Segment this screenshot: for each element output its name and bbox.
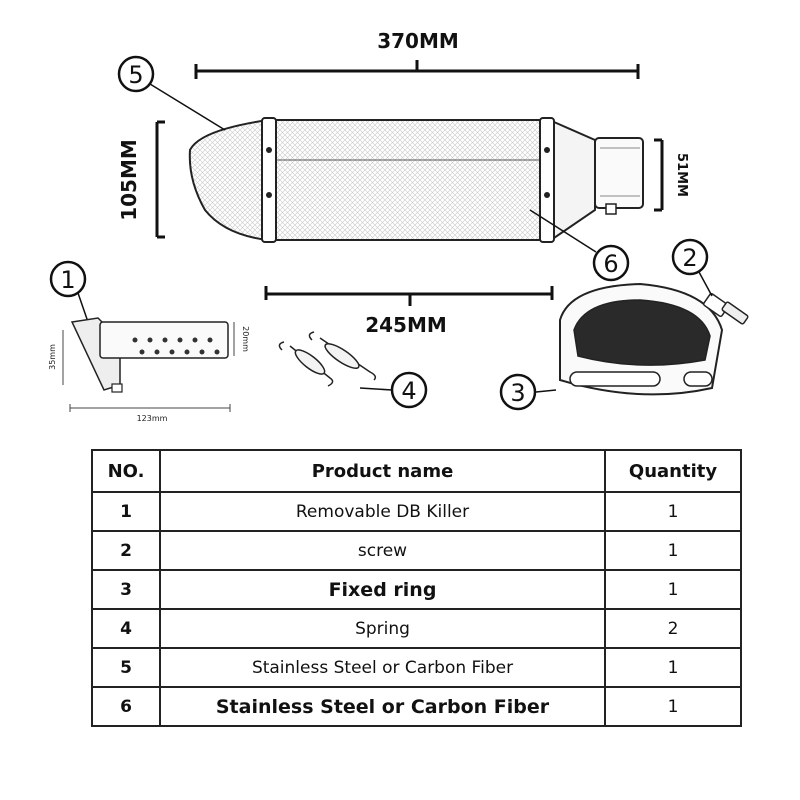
row-qty: 1 <box>604 686 742 727</box>
table-row: 1 Removable DB Killer 1 <box>91 491 742 532</box>
table-row: 3 Fixed ring 1 <box>91 569 742 610</box>
dimension-body-length: 245MM <box>264 286 554 337</box>
header-product-name: Product name <box>159 449 606 493</box>
header-no: NO. <box>91 449 161 493</box>
dimension-inlet: 51MM <box>654 138 689 212</box>
row-name: screw <box>159 530 606 571</box>
row-qty: 1 <box>604 491 742 532</box>
row-no: 3 <box>91 569 161 610</box>
row-qty: 1 <box>604 530 742 571</box>
row-name: Spring <box>159 608 606 649</box>
row-no: 1 <box>91 491 161 532</box>
screw-illustration: 2 <box>671 238 749 325</box>
row-no: 6 <box>91 686 161 727</box>
row-name: Fixed ring <box>159 569 606 610</box>
svg-text:5: 5 <box>128 61 143 89</box>
table-row: 5 Stainless Steel or Carbon Fiber 1 <box>91 647 742 688</box>
dbk-length-label: 123mm <box>137 414 168 423</box>
row-no: 4 <box>91 608 161 649</box>
dbk-height-label: 20mm <box>241 326 250 352</box>
callout-1: 1 <box>60 266 75 294</box>
inlet-label: 51MM <box>674 153 689 197</box>
springs-illustration: 4 <box>278 331 428 409</box>
callout-6: 6 <box>529 209 630 282</box>
callout-3: 3 <box>510 379 525 407</box>
body-length-label: 245MM <box>365 313 447 337</box>
parts-table: NO. Product name Quantity 1 Removable DB… <box>91 449 742 727</box>
svg-text:6: 6 <box>603 250 618 278</box>
row-name: Stainless Steel or Carbon Fiber <box>159 647 606 688</box>
table-row: 6 Stainless Steel or Carbon Fiber 1 <box>91 686 742 727</box>
row-qty: 1 <box>604 569 742 610</box>
db-killer-illustration: 1 35mm 20mm 123mm <box>48 260 250 423</box>
row-name: Removable DB Killer <box>159 491 606 532</box>
callout-4: 4 <box>401 377 416 405</box>
height-label: 105MM <box>117 139 141 221</box>
table-row: 2 screw 1 <box>91 530 742 571</box>
row-qty: 1 <box>604 647 742 688</box>
table-header-row: NO. Product name Quantity <box>91 449 742 493</box>
dbk-width-label: 35mm <box>48 344 57 370</box>
fixed-ring-illustration: 3 <box>499 282 724 411</box>
dimension-overall-length: 370MM <box>194 29 640 79</box>
callout-2: 2 <box>682 244 697 272</box>
row-no: 2 <box>91 530 161 571</box>
product-diagram: 370MM 105MM 51MM <box>48 29 749 423</box>
row-name: Stainless Steel or Carbon Fiber <box>159 686 606 727</box>
header-quantity: Quantity <box>604 449 742 493</box>
dimension-height: 105MM <box>117 120 165 239</box>
callout-5: 5 <box>117 55 226 131</box>
row-no: 5 <box>91 647 161 688</box>
muffler-illustration <box>188 117 644 243</box>
row-qty: 2 <box>604 608 742 649</box>
table-row: 4 Spring 2 <box>91 608 742 649</box>
overall-length-label: 370MM <box>377 29 459 53</box>
